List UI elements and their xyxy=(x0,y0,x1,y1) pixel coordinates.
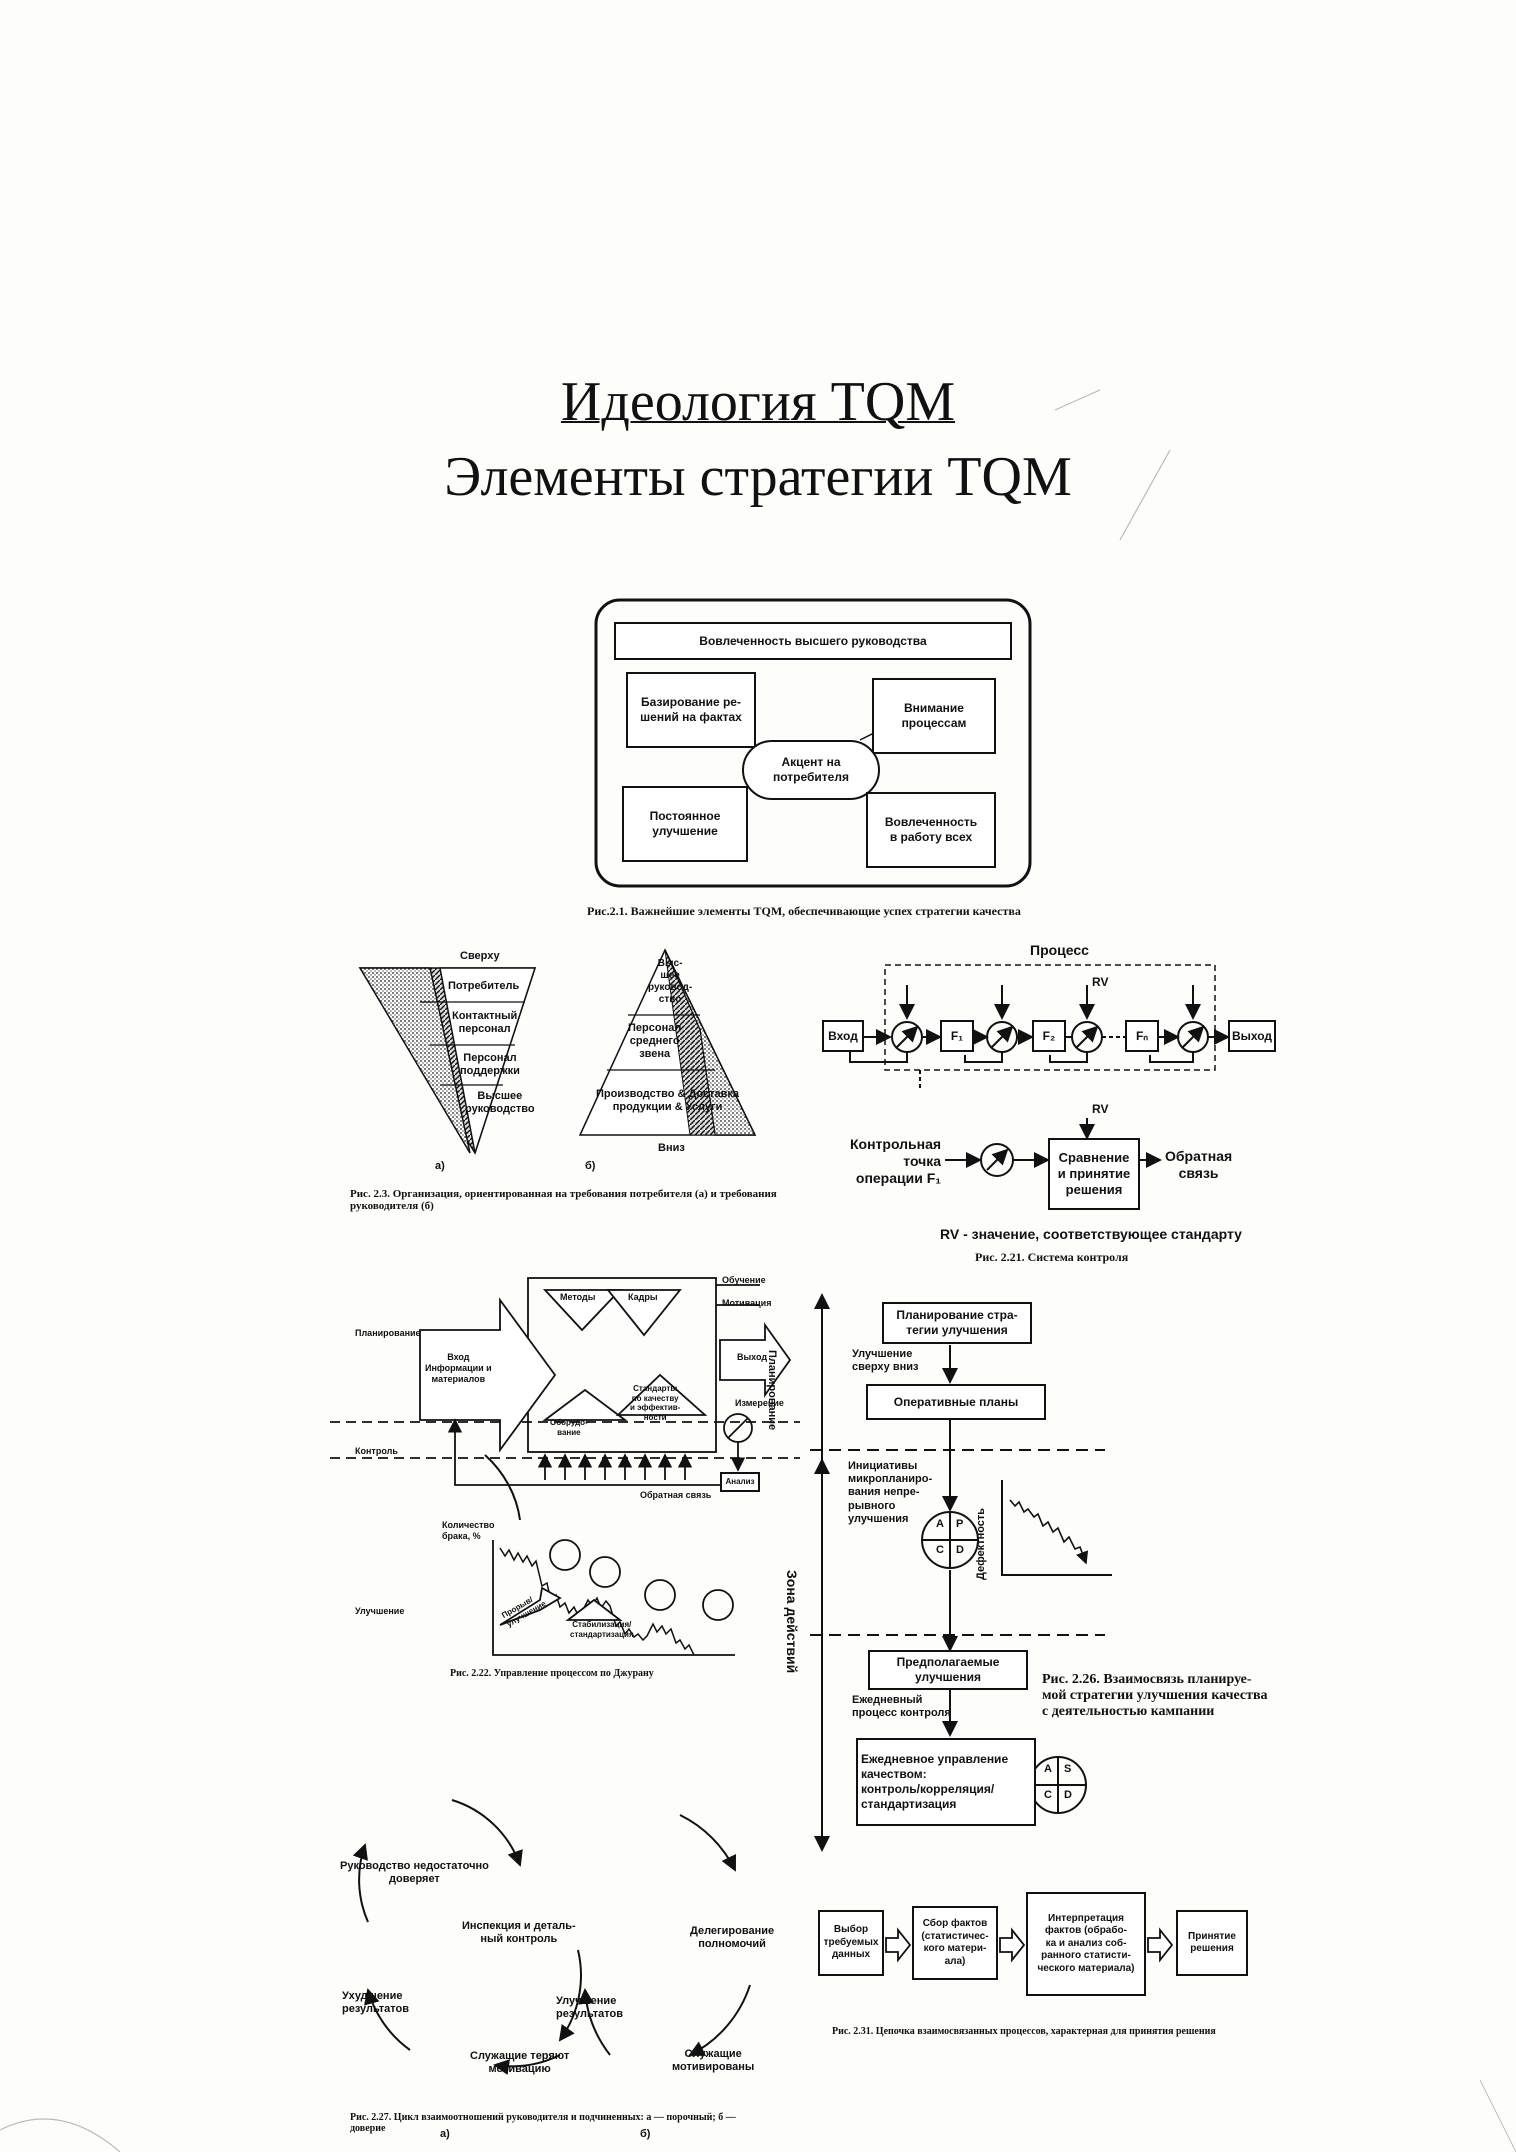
fig227-a4: Служащие теряют мотивацию xyxy=(470,2050,570,2076)
fig231-step: Интерпретация фактов (обрабо- ка и анали… xyxy=(1026,1892,1146,1996)
page-subtitle: Элементы стратегии TQM xyxy=(444,446,1072,508)
fig222-improvement-label: Улучшение xyxy=(355,1606,405,1616)
fig226-daily-process-label: Ежедневный процесс контроля xyxy=(852,1694,951,1720)
fig226-asdc-a: A xyxy=(1044,1763,1052,1775)
fig226-caption: Рис. 2.26. Взаимосвязь планируе- мой стр… xyxy=(1042,1672,1268,1719)
fig222-stabilization-label: Стабилизация/ стандартизация xyxy=(570,1620,634,1639)
fig226-side-action: Зона действий xyxy=(784,1570,800,1674)
fig21-processes-box: Внимание процессам xyxy=(872,678,996,754)
fig221-f2-box: F₂ xyxy=(1032,1020,1066,1052)
fig221-rv-legend: RV - значение, соответствующее стандарту xyxy=(940,1226,1242,1242)
fig226-pdca-p: P xyxy=(956,1518,964,1530)
fig23b-pyramid xyxy=(578,948,757,1136)
fig221-rv-label-2: RV xyxy=(1092,1102,1109,1116)
fig226-daily-mgmt-box: Ежедневное управление качеством: контрол… xyxy=(856,1738,1036,1826)
fig227-a2: Инспекция и деталь- ный контроль xyxy=(462,1920,576,1946)
fig21-involvement-box: Вовлеченность в работу всех xyxy=(866,792,996,868)
fig226-initiatives-label: Инициативы микропланиро- вания непре- ры… xyxy=(848,1460,933,1525)
fig226-pdca-d: D xyxy=(956,1544,964,1556)
fig23a-level: Персонал поддержки xyxy=(460,1052,520,1078)
fig226-top-down-label: Улучшение сверху вниз xyxy=(852,1348,919,1374)
fig221-feedback-label: Обратная связь xyxy=(1165,1148,1233,1181)
fig21-improvement-box: Постоянное улучшение xyxy=(622,786,748,862)
fig23a-top-label: Сверху xyxy=(460,950,500,962)
fig221-process-label: Процесс xyxy=(1030,942,1089,958)
fig222-defects-label: Количество брака, % xyxy=(442,1520,495,1541)
page-title: Идеология TQM xyxy=(560,371,956,433)
fig222-input-label: Вход Информации и материалов xyxy=(425,1352,492,1384)
fig23a-letter: а) xyxy=(435,1160,445,1172)
fig21-facts-box: Базирование ре- шений на фактах xyxy=(626,672,756,748)
fig221-input-box: Вход xyxy=(822,1020,864,1052)
fig227-a3: Ухудшение результатов xyxy=(342,1990,410,2016)
fig23b-level: Выс- шее руковод- ство xyxy=(648,958,693,1005)
fig21-customer-box: Акцент на потребителя xyxy=(742,740,880,800)
fig23b-level: Производство & Доставка продукции & Услу… xyxy=(596,1088,740,1114)
fig221-control-point: Контрольная точка операции F₁ xyxy=(850,1136,942,1186)
fig227-caption: Рис. 2.27. Цикл взаимоотношений руководи… xyxy=(350,2112,736,2134)
fig226-pdca-c: C xyxy=(936,1544,944,1556)
fig231-step: Сбор фактов (статистичес- кого матери- а… xyxy=(912,1906,998,1980)
fig231-caption: Рис. 2.31. Цепочка взаимосвязанных проце… xyxy=(832,2026,1216,2037)
fig226-asdc-c: C xyxy=(1044,1789,1052,1801)
fig221-caption: Рис. 2.21. Система контроля xyxy=(975,1250,1129,1264)
fig23-caption: Рис. 2.3. Организация, ориентированная н… xyxy=(350,1188,777,1212)
fig222-feedback-label: Обратная связь xyxy=(640,1490,712,1500)
fig222-control-label: Контроль xyxy=(355,1446,398,1456)
fig221-output-box: Выход xyxy=(1228,1020,1276,1052)
fig231-step: Принятие решения xyxy=(1176,1910,1248,1976)
fig231-step: Выбор требуемых данных xyxy=(818,1910,884,1976)
fig222-motivation-label: Мотивация xyxy=(722,1298,772,1308)
fig227-a-letter: а) xyxy=(440,2128,450,2140)
fig221-fn-box: Fₙ xyxy=(1125,1020,1159,1052)
fig226-asdc-d: D xyxy=(1064,1789,1072,1801)
fig227-b3: Служащие мотивированы xyxy=(672,2048,755,2074)
fig222-methods-label: Методы xyxy=(560,1292,596,1302)
fig23b-letter: б) xyxy=(585,1160,596,1172)
fig23a-level: Потребитель xyxy=(448,980,520,992)
fig226-asdc-s: S xyxy=(1064,1763,1072,1775)
fig23b-level: Персонал среднего звена xyxy=(628,1022,682,1061)
fig222-analysis-box: Анализ xyxy=(720,1472,760,1492)
fig222-planning-label: Планирование xyxy=(355,1328,421,1338)
fig23b-bottom-label: Вниз xyxy=(658,1142,685,1154)
fig227-b2: Улучшение результатов xyxy=(556,1995,624,2021)
fig23a-level: Контактный персонал xyxy=(452,1010,518,1036)
fig226-proposed-box: Предполагаемые улучшения xyxy=(868,1650,1028,1690)
fig226-pdca-a: A xyxy=(936,1518,944,1530)
fig221-f1-box: F₁ xyxy=(940,1020,974,1052)
fig226-defectiveness-label: Дефектность xyxy=(975,1507,987,1580)
fig221-compare-box: Сравнение и принятие решения xyxy=(1048,1138,1140,1210)
fig226-side-planning: Планирование xyxy=(766,1350,778,1431)
fig222-standards-label: Стандарты по качеству и эффектив- ности xyxy=(630,1384,681,1422)
fig222-caption: Рис. 2.22. Управление процессом по Джура… xyxy=(450,1668,654,1679)
fig227-b-letter: б) xyxy=(640,2128,651,2140)
fig222-equipment-label: Оборудо- вание xyxy=(550,1418,588,1437)
fig227-b1: Делегирование полномочий xyxy=(690,1925,775,1951)
fig23a-pyramid xyxy=(358,967,537,1155)
fig222-training-label: Обучение xyxy=(722,1275,766,1285)
fig222-output-label: Выход xyxy=(737,1352,768,1362)
fig21-caption: Рис.2.1. Важнейшие элементы TQM, обеспеч… xyxy=(587,904,1021,918)
fig226-operative-box: Оперативные планы xyxy=(866,1384,1046,1420)
fig222-staff-label: Кадры xyxy=(628,1292,658,1302)
fig21-top-box: Вовлеченность высшего руководства xyxy=(614,622,1012,660)
fig222-measurement-label: Измерение xyxy=(735,1398,784,1408)
fig221-rv-label: RV xyxy=(1092,975,1109,989)
fig227-a1: Руководство недостаточно доверяет xyxy=(340,1860,489,1886)
fig226-planning-box: Планирование стра- тегии улучшения xyxy=(882,1302,1032,1344)
fig23a-level: Высшее руководство xyxy=(465,1090,535,1116)
